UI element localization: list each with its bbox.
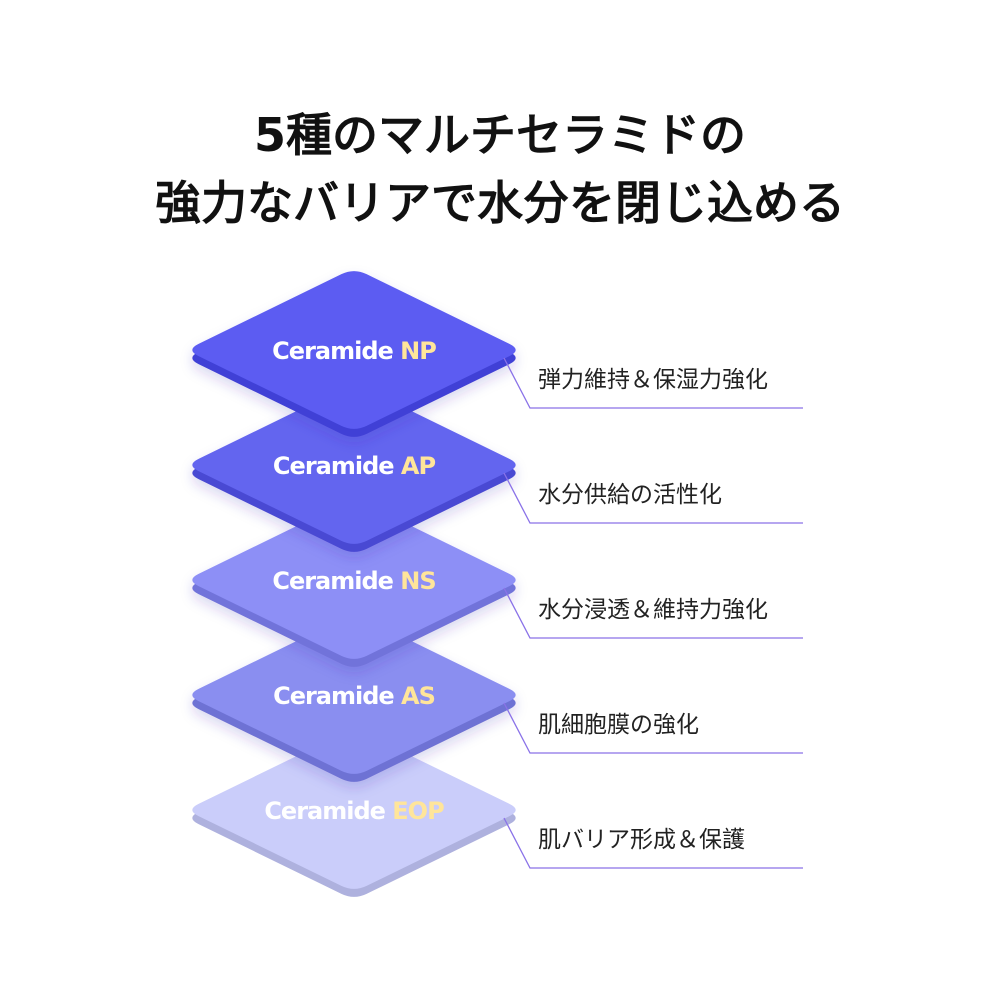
headline-line-2: 強力なバリアで水分を閉じ込める (155, 176, 845, 230)
ceramide-tile-as: Ceramide AS (192, 616, 516, 782)
tile-face (192, 386, 516, 544)
leader-line-ns (503, 587, 803, 639)
leader-line-eop (503, 817, 803, 869)
tile-label: Ceramide NS (272, 567, 435, 595)
tile-label: Ceramide EOP (264, 797, 444, 825)
benefit-label-ap: 水分供給の活性化 (538, 482, 722, 508)
tile-face (192, 501, 516, 659)
ceramide-tile-np: Ceramide NP (192, 271, 516, 437)
benefit-label-ns: 水分浸透＆維持力強化 (538, 597, 768, 623)
leader-line-as (503, 702, 803, 754)
benefit-label-eop: 肌バリア形成＆保護 (538, 827, 745, 853)
headline-line-1: 5種のマルチセラミドの (253, 108, 746, 162)
tile-label: Ceramide AS (273, 682, 435, 710)
leader-line-np (503, 357, 803, 409)
ceramide-tile-ns: Ceramide NS (192, 501, 516, 667)
leader-line-ap (503, 472, 803, 524)
tile-face (192, 271, 516, 429)
benefit-label-as: 肌細胞膜の強化 (538, 712, 699, 738)
tile-label: Ceramide AP (273, 452, 436, 480)
ceramide-tile-ap: Ceramide AP (192, 386, 516, 552)
benefit-label-np: 弾力維持＆保湿力強化 (538, 367, 768, 393)
tile-face (192, 616, 516, 774)
tile-label: Ceramide NP (272, 337, 436, 365)
tile-face (192, 731, 516, 889)
ceramide-tile-eop: Ceramide EOP (192, 731, 516, 897)
